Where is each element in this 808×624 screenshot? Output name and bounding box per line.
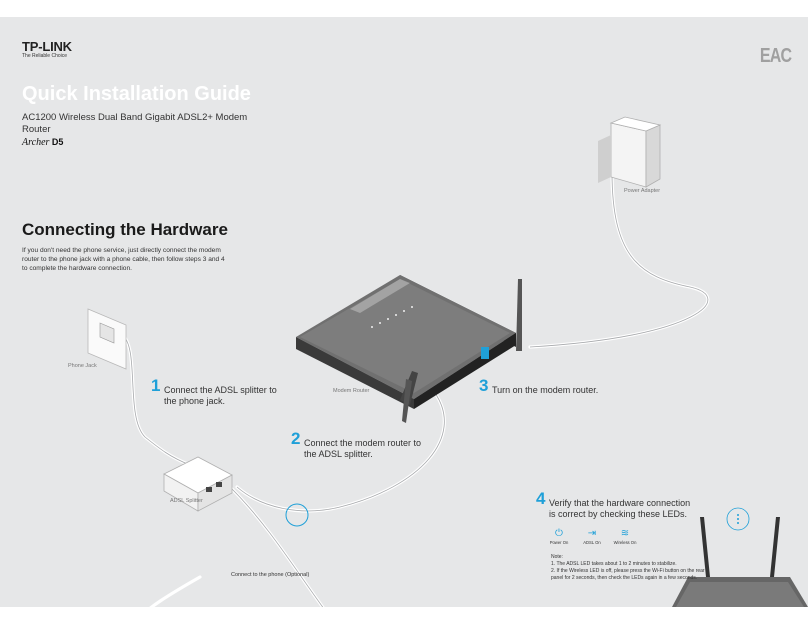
hardware-illustration	[87, 116, 808, 607]
led-wireless-label: Wireless On	[613, 540, 637, 545]
tp-link-logo: TP-LINK The Reliable Choice	[22, 39, 72, 59]
label-modem-router: Modem Router	[333, 388, 370, 394]
eac-cert-mark: EAC	[759, 45, 792, 67]
led-power: ⏻ Power On	[549, 528, 569, 545]
power-cable	[528, 170, 710, 349]
label-adsl-splitter: ADSL Splitter	[170, 498, 203, 504]
label-phone-jack: Phone Jack	[68, 363, 97, 369]
model-series: Archer	[22, 137, 50, 148]
led-adsl-label: ADSL On	[583, 540, 601, 545]
product-subtitle: AC1200 Wireless Dual Band Gigabit ADSL2+…	[22, 112, 248, 135]
step-2: 2 Connect the modem router to the ADSL s…	[291, 430, 424, 460]
step-4-text: Verify that the hardware connection is c…	[549, 498, 691, 519]
model-number: D5	[51, 137, 64, 147]
note-line-3: panel for 2 seconds, then check the LEDs…	[551, 575, 698, 581]
label-connect-phone: Connect to the phone (Optional)	[231, 572, 310, 578]
cable-highlight-circle	[285, 503, 309, 527]
power-adapter-device	[598, 116, 662, 188]
note-line-2: 2. If the Wireless LED is off, please pr…	[551, 568, 705, 574]
label-power-adapter: Power Adapter	[624, 188, 661, 194]
note-title: Note:	[551, 554, 563, 560]
led-wireless: ≋ Wireless On	[614, 528, 637, 545]
wireless-icon: ≋	[620, 528, 630, 539]
step-4-number: 4	[536, 489, 546, 508]
step-2-text: Connect the modem router to the ADSL spl…	[304, 438, 422, 459]
step-1-number: 1	[151, 376, 161, 395]
note-line-1: 1. The ADSL LED takes about 1 to 2 minut…	[551, 561, 677, 567]
guide-page: TP-LINK The Reliable Choice EAC Quick In…	[0, 17, 808, 607]
logo-text: TP-LINK	[22, 39, 72, 54]
adsl-splitter-device	[163, 456, 233, 512]
phone-jack-device	[87, 308, 127, 370]
modem-router-device	[296, 275, 522, 423]
led-check-router	[672, 507, 808, 607]
step-3: 3 Turn on the modem router.	[479, 377, 599, 396]
model-name: Archer D5	[22, 137, 63, 148]
step-2-number: 2	[291, 429, 301, 448]
step-1: 1 Connect the ADSL splitter to the phone…	[151, 377, 284, 407]
step-1-text: Connect the ADSL splitter to the phone j…	[164, 385, 277, 406]
step-3-text: Turn on the modem router.	[492, 385, 599, 395]
led-notes: Note: 1. The ADSL LED takes about 1 to 2…	[551, 554, 705, 582]
section-title: Connecting the Hardware	[22, 220, 228, 239]
logo-tagline: The Reliable Choice	[22, 53, 68, 59]
step-4: 4 Verify that the hardware connection is…	[536, 490, 691, 520]
section-intro: If you don't need the phone service, jus…	[22, 247, 225, 272]
adsl-icon: ⇥	[587, 528, 597, 539]
phone-cable-end	[149, 575, 202, 607]
led-power-label: Power On	[549, 540, 569, 545]
page-title: Quick Installation Guide	[22, 83, 251, 105]
step-3-number: 3	[479, 376, 489, 395]
power-icon: ⏻	[555, 528, 563, 539]
led-adsl: ⇥ ADSL On	[582, 528, 602, 545]
